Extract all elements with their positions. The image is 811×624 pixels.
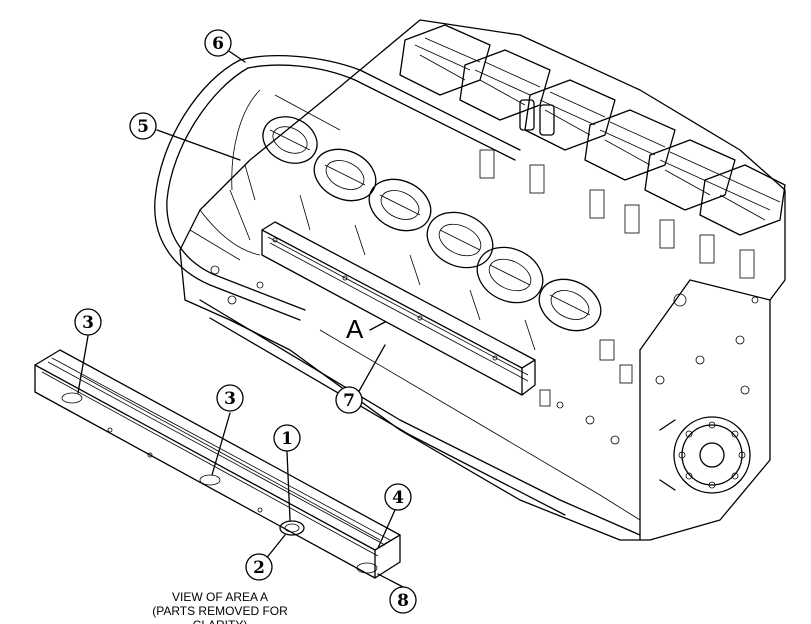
callout-2: 2	[245, 553, 273, 581]
area-a-pointer	[369, 321, 386, 331]
callout-6: 6	[204, 29, 232, 57]
caption-line-2: (PARTS REMOVED FOR CLARITY)	[152, 604, 288, 624]
port-seal-ring	[279, 520, 305, 536]
engine-block	[179, 19, 786, 541]
leader-lines	[77, 44, 406, 589]
callout-4: 4	[384, 483, 412, 511]
svg-text:3: 3	[82, 313, 94, 333]
callout-8: 8	[389, 586, 417, 614]
view-caption: VIEW OF AREA A (PARTS REMOVED FOR CLARIT…	[130, 590, 310, 624]
fuel-lines	[154, 55, 521, 321]
caption-line-1: VIEW OF AREA A	[171, 590, 269, 604]
svg-text:8: 8	[397, 591, 409, 611]
callout-7: 7	[335, 386, 363, 414]
callout-5: 5	[129, 112, 157, 140]
manifold-cover-detail	[34, 349, 401, 579]
svg-text:2: 2	[253, 558, 265, 578]
callout-3-middle: 3	[216, 384, 244, 412]
callout-1: 1	[273, 424, 301, 452]
svg-text:1: 1	[281, 429, 293, 449]
svg-text:6: 6	[212, 34, 224, 54]
svg-text:5: 5	[137, 117, 149, 137]
area-a-label: A	[346, 314, 364, 344]
cylinder-heads-far-bank	[399, 24, 786, 279]
svg-text:7: 7	[343, 391, 355, 411]
callout-3-left: 3	[74, 308, 102, 336]
manifold-cover-installed	[261, 221, 536, 396]
svg-text:4: 4	[392, 488, 404, 508]
svg-text:3: 3	[224, 389, 236, 409]
valve-mechanisms-near-bank	[244, 116, 602, 351]
